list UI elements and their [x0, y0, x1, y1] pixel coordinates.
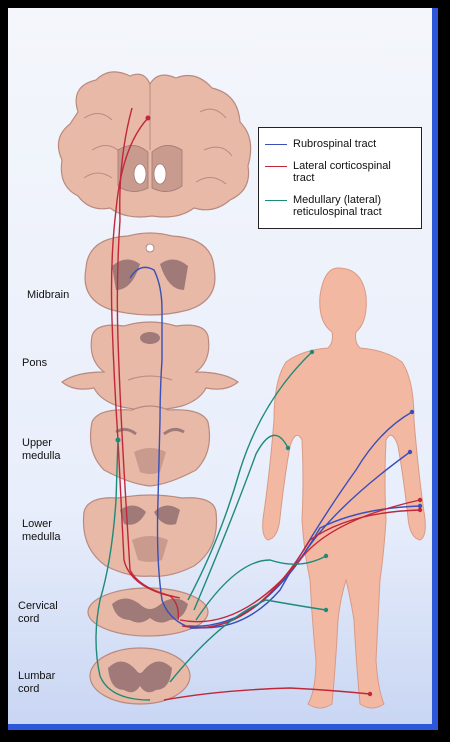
label-cervical-cord: Cervical cord	[18, 600, 58, 625]
legend-swatch-rubrospinal	[265, 144, 287, 145]
label-lower-medulla: Lower medulla	[22, 518, 61, 543]
legend: Rubrospinal tract Lateral corticospinal …	[258, 127, 422, 229]
cervical-cord-section	[87, 587, 209, 637]
legend-swatch-corticospinal	[265, 166, 287, 167]
legend-label-corticospinal: Lateral corticospinal tract	[293, 160, 391, 184]
midbrain-section	[84, 232, 216, 316]
legend-swatch-reticulospinal	[265, 200, 287, 201]
tract-end-markers	[115, 115, 423, 697]
lateral-corticospinal-tract	[110, 107, 421, 701]
lower-medulla-section	[82, 494, 218, 577]
label-lumbar-cord: Lumbar cord	[18, 670, 56, 695]
legend-label-reticulospinal: Medullary (lateral) reticulospinal tract	[293, 194, 382, 218]
legend-item-corticospinal: Lateral corticospinal tract	[265, 160, 391, 184]
reticulospinal-tract	[95, 351, 327, 701]
label-upper-medulla: Upper medulla	[22, 437, 61, 462]
label-pons: Pons	[22, 357, 48, 369]
legend-item-reticulospinal: Medullary (lateral) reticulospinal tract	[265, 194, 382, 218]
legend-item-rubrospinal: Rubrospinal tract	[265, 138, 376, 150]
brain-section	[57, 71, 252, 218]
lumbar-cord-section	[89, 647, 191, 705]
pons-section	[61, 321, 239, 411]
upper-medulla-section	[89, 405, 211, 487]
legend-label-rubrospinal: Rubrospinal tract	[293, 138, 377, 150]
label-midbrain: Midbrain	[27, 289, 70, 301]
